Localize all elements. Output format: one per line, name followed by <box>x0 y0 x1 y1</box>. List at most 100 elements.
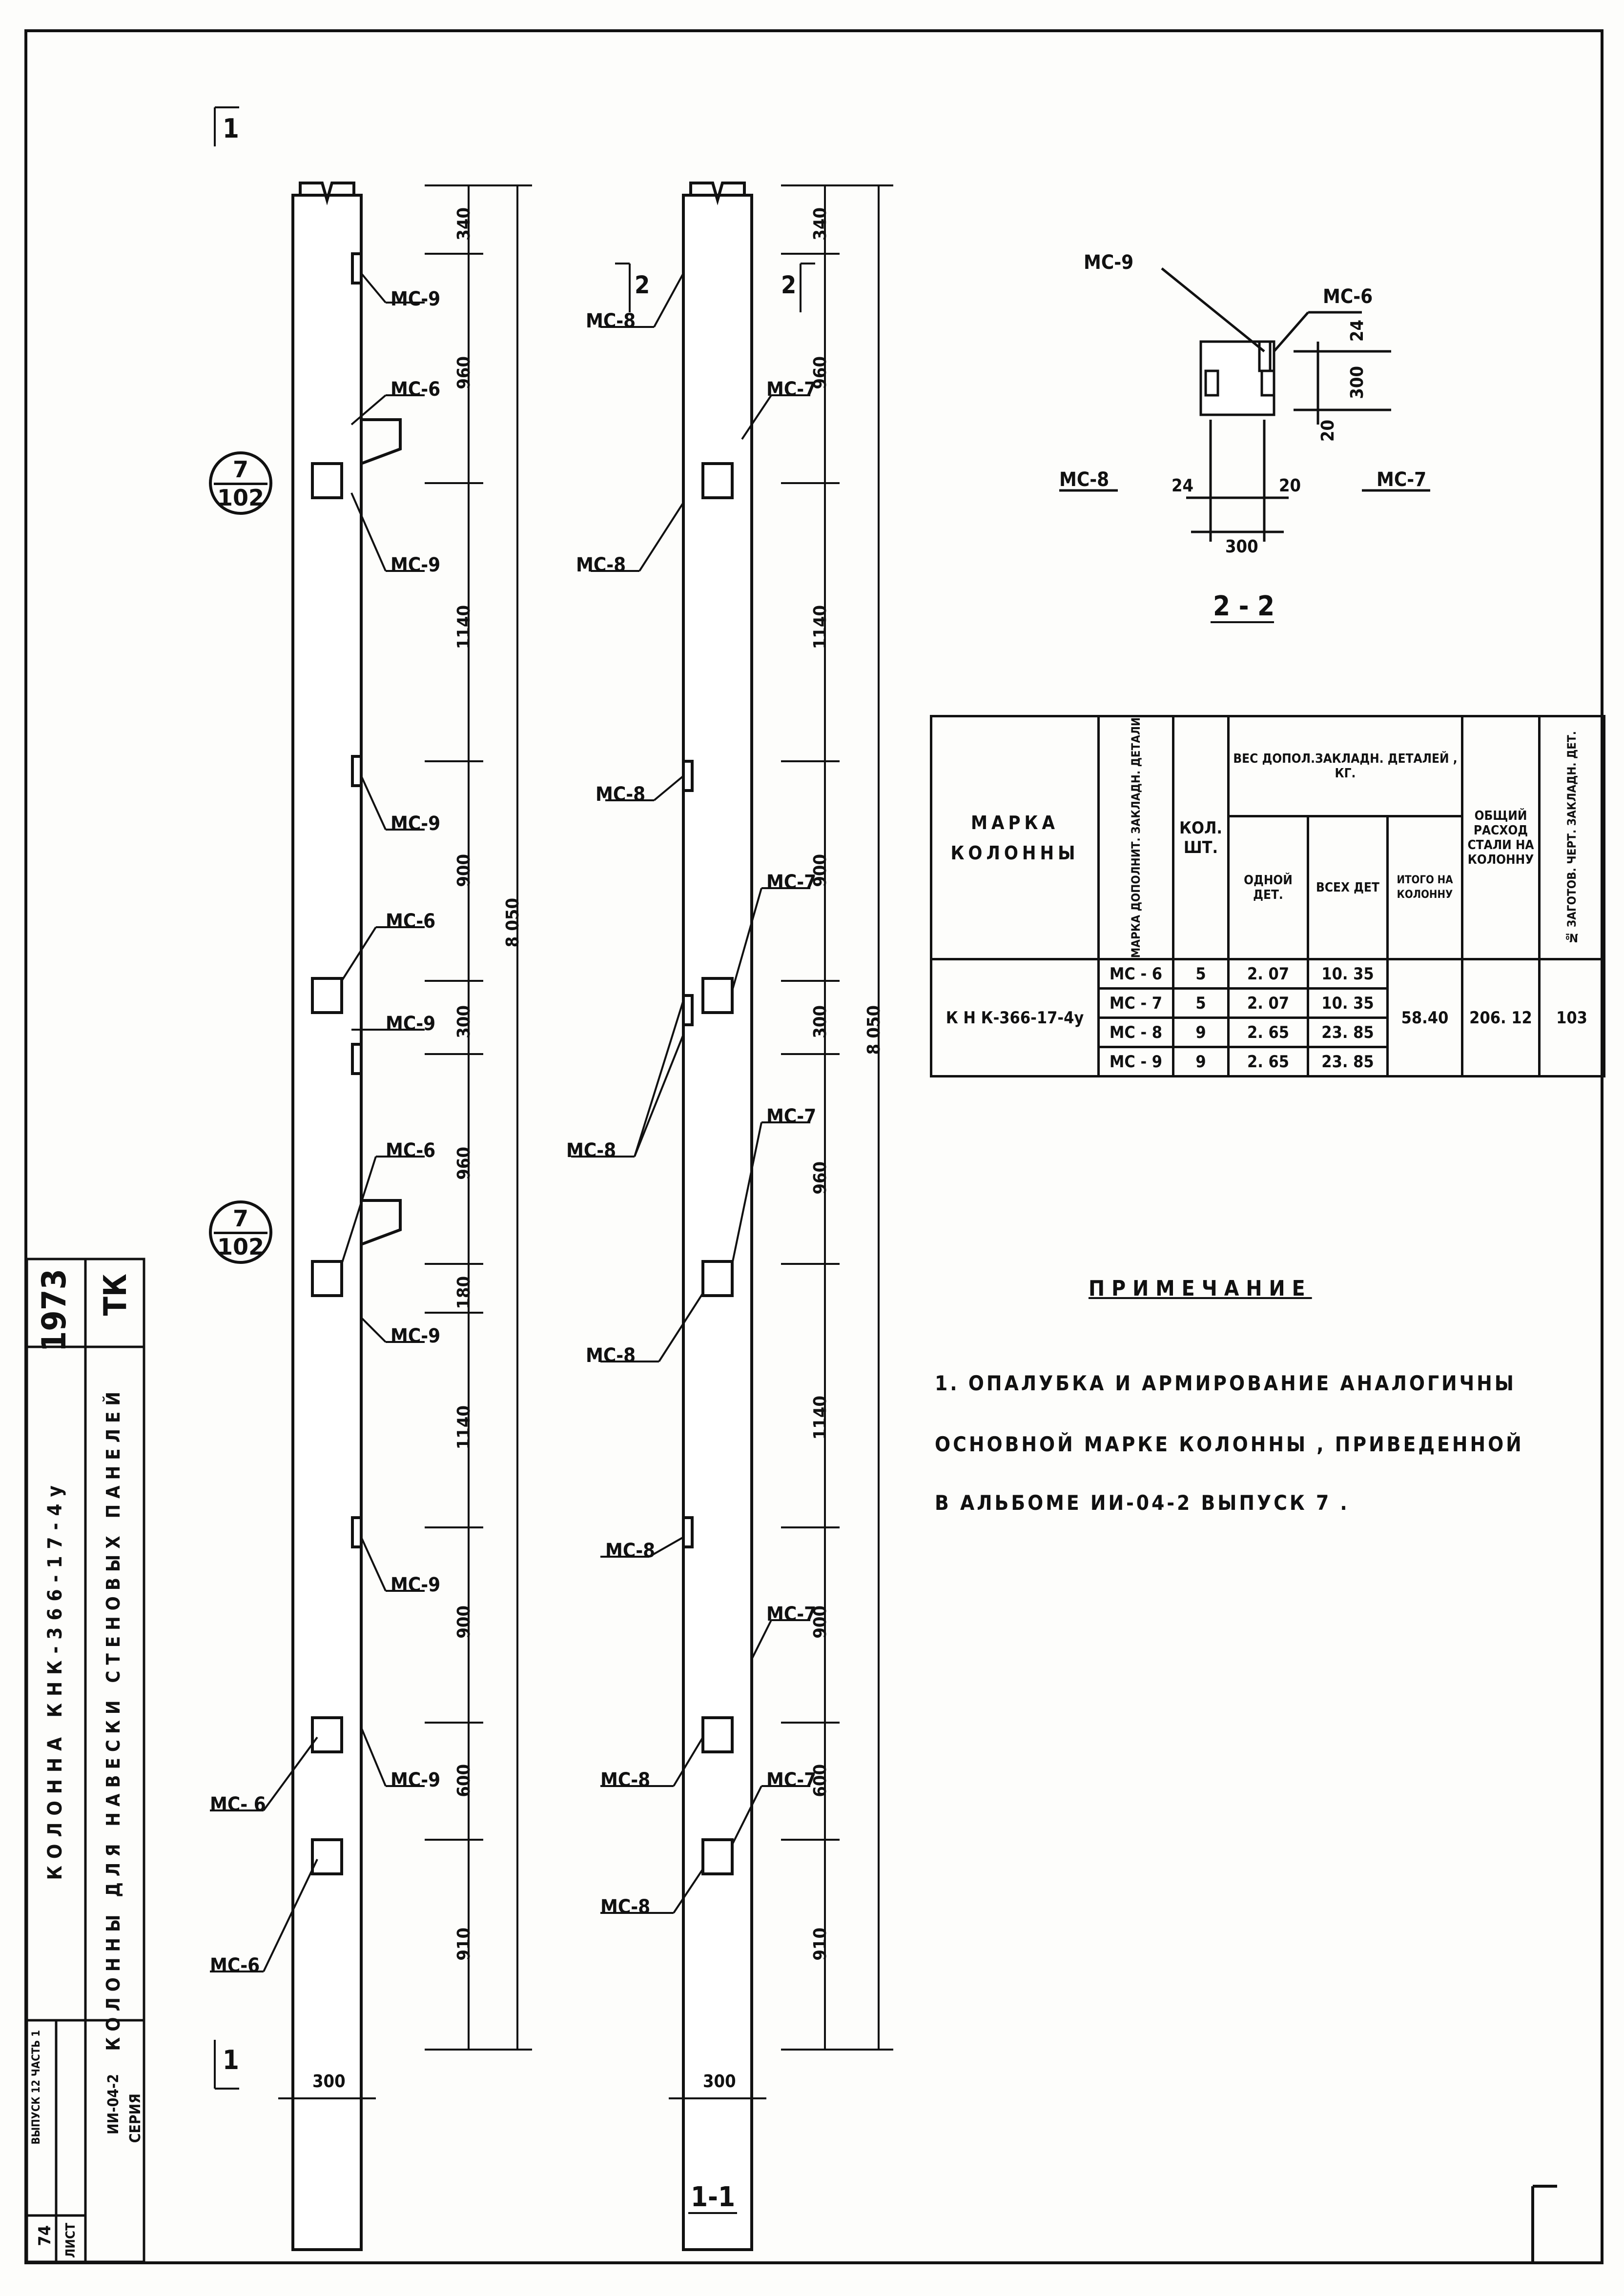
one-cell: 2. 65 <box>1227 1016 1309 1049</box>
title-block-title: КОЛОННЫ ДЛЯ НАВЕСКИ СТЕНОВЫХ ПАНЕЛЕЙ <box>103 1386 124 2051</box>
dimension: 960 <box>454 356 474 389</box>
all-cell: 23. 85 <box>1307 1046 1389 1078</box>
note-line: В АЛЬБОМЕ ИИ-04-2 ВЫПУСК 7 . <box>935 1491 1350 1515</box>
qty-cell: 9 <box>1172 1046 1230 1078</box>
dimension: 20 <box>1318 420 1338 442</box>
part-label: МС-9 <box>391 288 441 310</box>
part-cell: МС - 8 <box>1097 1016 1174 1049</box>
part-label: МС-7 <box>766 1105 817 1128</box>
part-label: МС-6 <box>210 1954 260 1977</box>
drawing-no-cell: 103 <box>1538 958 1605 1078</box>
note-title: ПРИМЕЧАНИЕ <box>1089 1276 1312 1301</box>
part-label: МС-9 <box>391 1769 441 1791</box>
all-cell: 10. 35 <box>1307 987 1389 1019</box>
part-label: МС-6 <box>391 378 441 401</box>
part-label: МС-8 <box>1059 468 1110 491</box>
dimension: 600 <box>454 1764 474 1797</box>
dimension: 960 <box>810 356 830 389</box>
one-cell: 2. 65 <box>1227 1046 1309 1078</box>
dimension: 910 <box>454 1928 474 1961</box>
one-cell: 2. 07 <box>1227 958 1309 990</box>
part-label: МС- 6 <box>210 1793 266 1816</box>
dimension: 340 <box>810 207 830 241</box>
detail-bubble: 7 102 <box>209 1200 272 1264</box>
title-block-subtitle: КОЛОННА КНК-366-17-4у <box>44 1479 66 1880</box>
qty-cell: 5 <box>1172 958 1230 990</box>
part-label: МС-9 <box>1084 251 1134 274</box>
part-label: МС-8 <box>605 1540 656 1562</box>
one-cell: 2. 07 <box>1227 987 1309 1019</box>
dimension: 24 <box>1347 320 1367 342</box>
part-label: МС-9 <box>391 554 441 576</box>
dimension: 1140 <box>810 1396 830 1440</box>
header-additional-mark: МАРКА ДОПОЛНИТ. ЗАКЛАДН. ДЕТАЛИ <box>1097 714 1174 961</box>
section-2-2-title: 2 - 2 <box>1213 590 1275 622</box>
section-mark-2-left: 2 <box>635 271 650 299</box>
all-cell: 10. 35 <box>1307 958 1389 990</box>
dimension: 300 <box>454 1005 474 1038</box>
dimension: 20 <box>1279 476 1301 496</box>
dimension: 910 <box>810 1928 830 1961</box>
header-one-part: ОДНОЙ ДЕТ. <box>1227 815 1309 961</box>
part-cell: МС - 9 <box>1097 1046 1174 1078</box>
column-mark-cell: К Н К-366-17-4у <box>930 958 1100 1078</box>
section-1-1-title: 1-1 <box>691 2181 736 2213</box>
dimension: 300 <box>1347 366 1367 399</box>
part-label: МС-7 <box>1377 468 1427 491</box>
dimension: 1140 <box>454 605 474 650</box>
dimension: 900 <box>454 1605 474 1639</box>
dimension: 900 <box>810 1605 830 1639</box>
part-label: МС-8 <box>600 1896 651 1918</box>
title-block-series: ИИ-04-2 <box>105 2074 122 2134</box>
title-block-year: 1973 <box>35 1269 74 1352</box>
part-label: МС-9 <box>391 1325 441 1347</box>
sheet-frame <box>24 29 1603 2264</box>
title-block-sheet-no: 74 <box>35 2225 55 2246</box>
header-total-per-column: ИТОГО НА КОЛОННУ <box>1386 815 1463 961</box>
part-label: МС-6 <box>386 1139 436 1162</box>
part-label: МС-6 <box>386 910 436 933</box>
title-block-org: ТК <box>98 1274 134 1316</box>
all-cell: 23. 85 <box>1307 1016 1389 1049</box>
header-column-mark: МАРКА КОЛОННЫ <box>930 714 1100 961</box>
part-label: МС-8 <box>586 310 636 332</box>
embedded-parts-table: МАРКА КОЛОННЫ МАРКА ДОПОЛНИТ. ЗАКЛАДН. Д… <box>930 714 1605 1078</box>
part-label: МС-7 <box>766 1769 817 1791</box>
header-qty: КОЛ. ШТ. <box>1172 714 1230 961</box>
part-label: МС-9 <box>391 1574 441 1596</box>
title-block-sheet-label: ЛИСТ <box>63 2223 78 2258</box>
total-cell: 58.40 <box>1386 958 1463 1078</box>
header-total-steel: ОБЩИЙ РАСХОД СТАЛИ НА КОЛОННУ <box>1461 714 1541 961</box>
part-cell: МС - 7 <box>1097 987 1174 1019</box>
dimension: 300 <box>810 1005 830 1038</box>
dimension: 340 <box>454 207 474 241</box>
dimension: 24 <box>1172 476 1194 496</box>
dimension: 180 <box>454 1276 474 1309</box>
width-dimension: 300 <box>703 2072 736 2092</box>
part-label: МС-8 <box>576 554 626 576</box>
dimension: 300 <box>1225 537 1258 557</box>
part-label: МС-6 <box>1323 285 1373 308</box>
dimension: 900 <box>810 854 830 887</box>
steel-cell: 206. 12 <box>1461 958 1541 1078</box>
note-line: 1. ОПАЛУБКА И АРМИРОВАНИЕ АНАЛОГИЧНЫ <box>935 1371 1516 1395</box>
dimension: 900 <box>454 854 474 887</box>
part-label: МС-8 <box>600 1769 651 1791</box>
section-mark-1-bottom: 1 <box>223 2045 239 2075</box>
section-mark-1-top: 1 <box>223 113 239 144</box>
dimension: 1140 <box>810 605 830 650</box>
total-dimension: 8 050 <box>864 1005 884 1055</box>
total-dimension: 8 050 <box>503 898 523 948</box>
dimension: 600 <box>810 1764 830 1797</box>
part-label: МС-8 <box>596 783 646 806</box>
section-mark-2-right: 2 <box>781 271 797 299</box>
part-label: МС-7 <box>766 871 817 894</box>
dimension: 1140 <box>454 1405 474 1450</box>
note-line: ОСНОВНОЙ МАРКЕ КОЛОННЫ , ПРИВЕДЕННОЙ <box>935 1432 1524 1456</box>
dimension: 960 <box>454 1147 474 1180</box>
part-cell: МС - 6 <box>1097 958 1174 990</box>
qty-cell: 9 <box>1172 1016 1230 1049</box>
part-label: МС-8 <box>586 1344 636 1367</box>
